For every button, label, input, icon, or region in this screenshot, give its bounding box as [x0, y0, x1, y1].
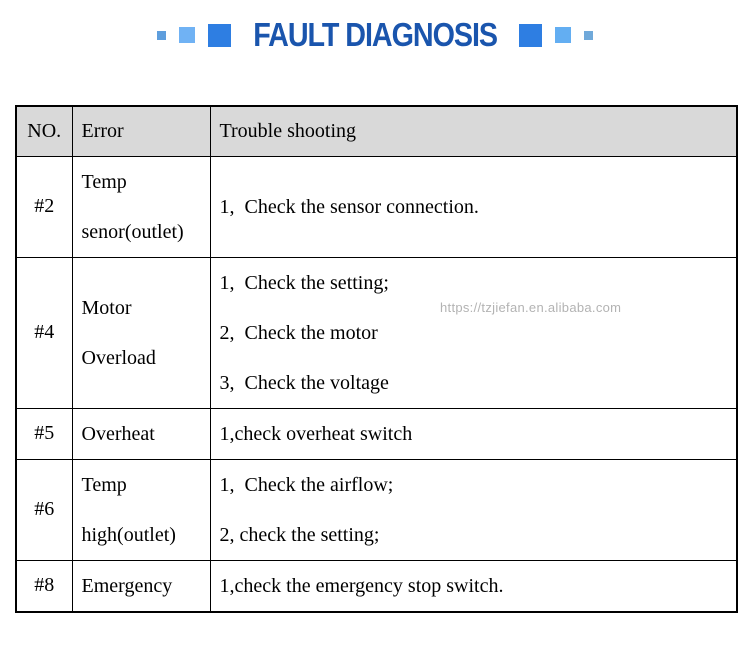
error-line: Overheat	[81, 422, 155, 445]
no-cell: #6	[15, 458, 73, 561]
trouble-cell: 1,check overheat switch	[209, 407, 738, 460]
table-body: #2 Temp senor(outlet) 1, Check the sensor…	[15, 155, 738, 612]
trouble-line: 2, Check the motor	[219, 321, 378, 344]
column-header-no: NO.	[15, 105, 73, 157]
trouble-cell: 1,check the emergency stop switch.	[209, 559, 738, 612]
error-line: Motor	[81, 296, 132, 319]
watermark-url: https://tzjiefan.en.alibaba.com	[440, 300, 622, 315]
table-row: #2 Temp senor(outlet) 1, Check the sensor…	[15, 155, 738, 258]
error-cell: Emergency	[71, 559, 211, 612]
trouble-line: 1,check overheat switch	[219, 422, 413, 445]
trouble-line: 1,check the emergency stop switch.	[219, 574, 504, 597]
error-line: Temp	[81, 170, 127, 193]
page-title: FAULT DIAGNOSIS	[253, 16, 498, 53]
trouble-line: 2, check the setting;	[219, 523, 380, 546]
column-header-trouble-shooting: Trouble shooting	[209, 105, 738, 157]
no-cell: #5	[15, 407, 73, 460]
deco-square-icon	[555, 27, 572, 43]
trouble-line: 1, Check the sensor connection.	[219, 195, 479, 218]
deco-square-icon	[584, 30, 594, 40]
error-cell: Temp high(outlet)	[71, 458, 211, 561]
error-line: Emergency	[81, 574, 173, 597]
trouble-line: 1, Check the setting;	[219, 271, 389, 294]
column-header-error: Error	[71, 105, 211, 157]
table-row: #6 Temp high(outlet) 1, Check the airflow…	[15, 458, 738, 561]
trouble-line: 1, Check the airflow;	[219, 473, 394, 496]
deco-square-icon	[156, 30, 166, 40]
banner-squares-left	[156, 23, 231, 47]
trouble-cell: 1, Check the sensor connection.	[209, 155, 738, 258]
banner-squares-right	[519, 23, 594, 47]
deco-square-icon	[207, 23, 231, 47]
table-header-row: NO. Error Trouble shooting	[15, 105, 738, 157]
table-row: #8 Emergency 1,check the emergency stop …	[15, 559, 738, 612]
no-cell: #8	[15, 559, 73, 612]
error-line: Overload	[81, 346, 156, 369]
error-line: senor(outlet)	[81, 220, 184, 243]
table-row: #5 Overheat 1,check overheat switch	[15, 407, 738, 460]
deco-square-icon	[178, 27, 195, 43]
error-cell: Overheat	[71, 407, 211, 460]
trouble-cell: 1, Check the setting; 2, Check the motor 3…	[209, 256, 738, 409]
fault-table: NO. Error Trouble shooting #2 Temp senor(…	[15, 105, 738, 613]
banner: FAULT DIAGNOSIS	[0, 12, 750, 58]
no-cell: #2	[15, 155, 73, 258]
error-line: high(outlet)	[81, 523, 176, 546]
error-line: Temp	[81, 473, 127, 496]
error-cell: Temp senor(outlet)	[71, 155, 211, 258]
no-cell: #4	[15, 256, 73, 409]
trouble-line: 3, Check the voltage	[219, 371, 389, 394]
deco-square-icon	[519, 23, 543, 47]
trouble-cell: 1, Check the airflow; 2, check the settin…	[209, 458, 738, 561]
